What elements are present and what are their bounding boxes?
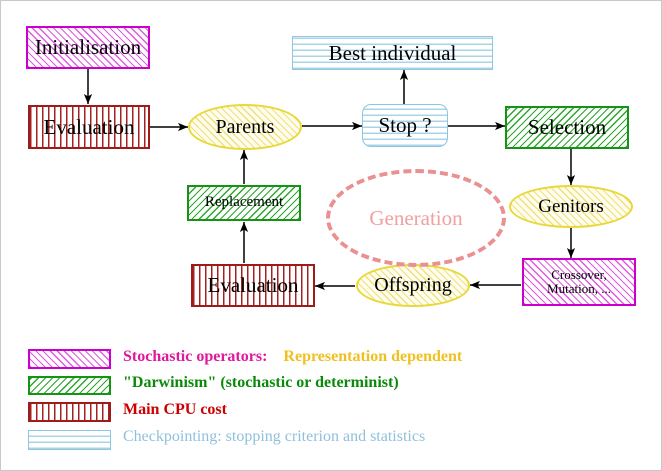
legend-label-darwinism: "Darwinism" (stochastic or determinist) [123,374,399,391]
node-offspring[interactable]: Offspring [356,264,470,307]
node-crossover-mutation[interactable]: Crossover, Mutation, ... [522,258,636,306]
legend-label-representation-text: Representation dependent [283,348,463,365]
annotation-generation-label: Generation [369,205,463,230]
legend-swatch-stochastic [28,349,111,369]
node-offspring-label: Offspring [374,274,452,296]
legend-label-stochastic: Stochastic operators: Representation dep… [123,348,462,366]
legend-swatch-darwinism [28,376,111,395]
legend-label-cpu: Main CPU cost [123,401,227,418]
node-evaluation-top[interactable]: Evaluation [28,105,150,149]
legend-label-checkpointing: Checkpointing: stopping criterion and st… [123,428,426,445]
node-initialisation-label: Initialisation [34,35,142,60]
node-evaluation-bottom-label: Evaluation [207,273,299,298]
node-evaluation-bottom[interactable]: Evaluation [191,264,315,307]
legend-label-stochastic-text: Stochastic operators: [123,348,268,365]
node-mutation-label: Mutation, ... [547,281,611,296]
node-stop[interactable]: Stop ? [362,104,448,147]
node-crossover-label: Crossover, [551,267,607,283]
node-initialisation[interactable]: Initialisation [26,26,150,69]
legend-swatch-cpu [28,402,111,422]
node-selection[interactable]: Selection [505,106,629,149]
annotation-generation-loop: Generation [326,169,506,267]
node-genitors-label: Genitors [538,195,604,217]
node-parents-label: Parents [215,115,275,138]
node-genitors[interactable]: Genitors [509,185,633,228]
node-selection-label: Selection [527,115,607,140]
node-best-individual-label: Best individual [328,40,457,65]
node-best-individual[interactable]: Best individual [292,36,493,70]
legend-swatch-checkpointing [28,430,111,450]
node-replacement-label: Replacement [204,194,284,211]
node-evaluation-top-label: Evaluation [43,114,135,139]
node-replacement[interactable]: Replacement [187,185,301,221]
node-stop-label: Stop ? [378,113,432,138]
node-parents[interactable]: Parents [188,104,302,150]
